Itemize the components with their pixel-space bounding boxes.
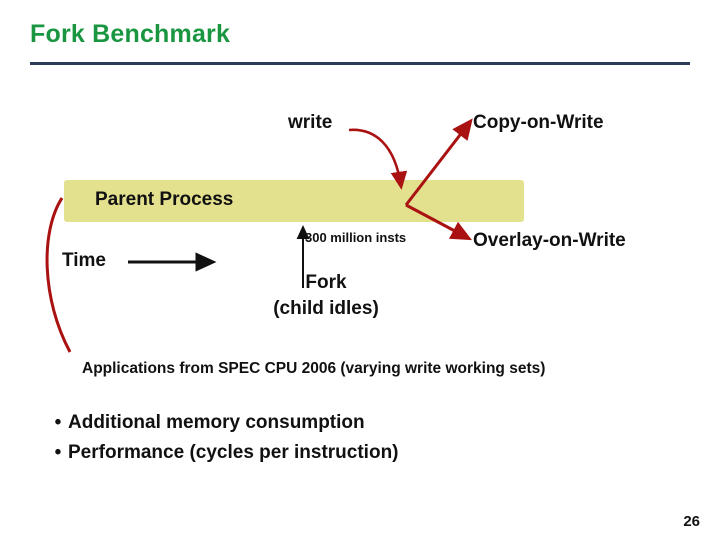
copy-on-write-label: Copy-on-Write	[473, 112, 604, 133]
bullet-marker: •	[54, 442, 62, 463]
fork-benchmark-diagram: Parent Process write Copy-on-Write Overl…	[0, 70, 720, 390]
time-label: Time	[62, 250, 107, 271]
overlay-on-write-label: Overlay-on-Write	[473, 230, 626, 251]
caption: Applications from SPEC CPU 2006 (varying…	[82, 360, 546, 377]
write-label: write	[288, 112, 333, 133]
parent-process-label: Parent Process	[95, 189, 234, 210]
instruction-count-label: 300 million insts	[305, 230, 407, 245]
list-item: • Additional memory consumption	[48, 412, 688, 434]
fork-sublabel: (child idles)	[273, 297, 379, 319]
bullet-marker: •	[54, 412, 62, 433]
bullet-text: Performance (cycles per instruction)	[68, 442, 399, 463]
list-item: • Performance (cycles per instruction)	[48, 442, 688, 464]
fork-label: Fork (child idles)	[236, 270, 416, 321]
fork-title: Fork	[305, 272, 347, 293]
page-title: Fork Benchmark	[30, 20, 231, 48]
title-divider	[30, 62, 690, 65]
page-number: 26	[683, 513, 700, 530]
bullet-text: Additional memory consumption	[68, 412, 365, 433]
bullet-list: • Additional memory consumption • Performa…	[48, 412, 688, 472]
